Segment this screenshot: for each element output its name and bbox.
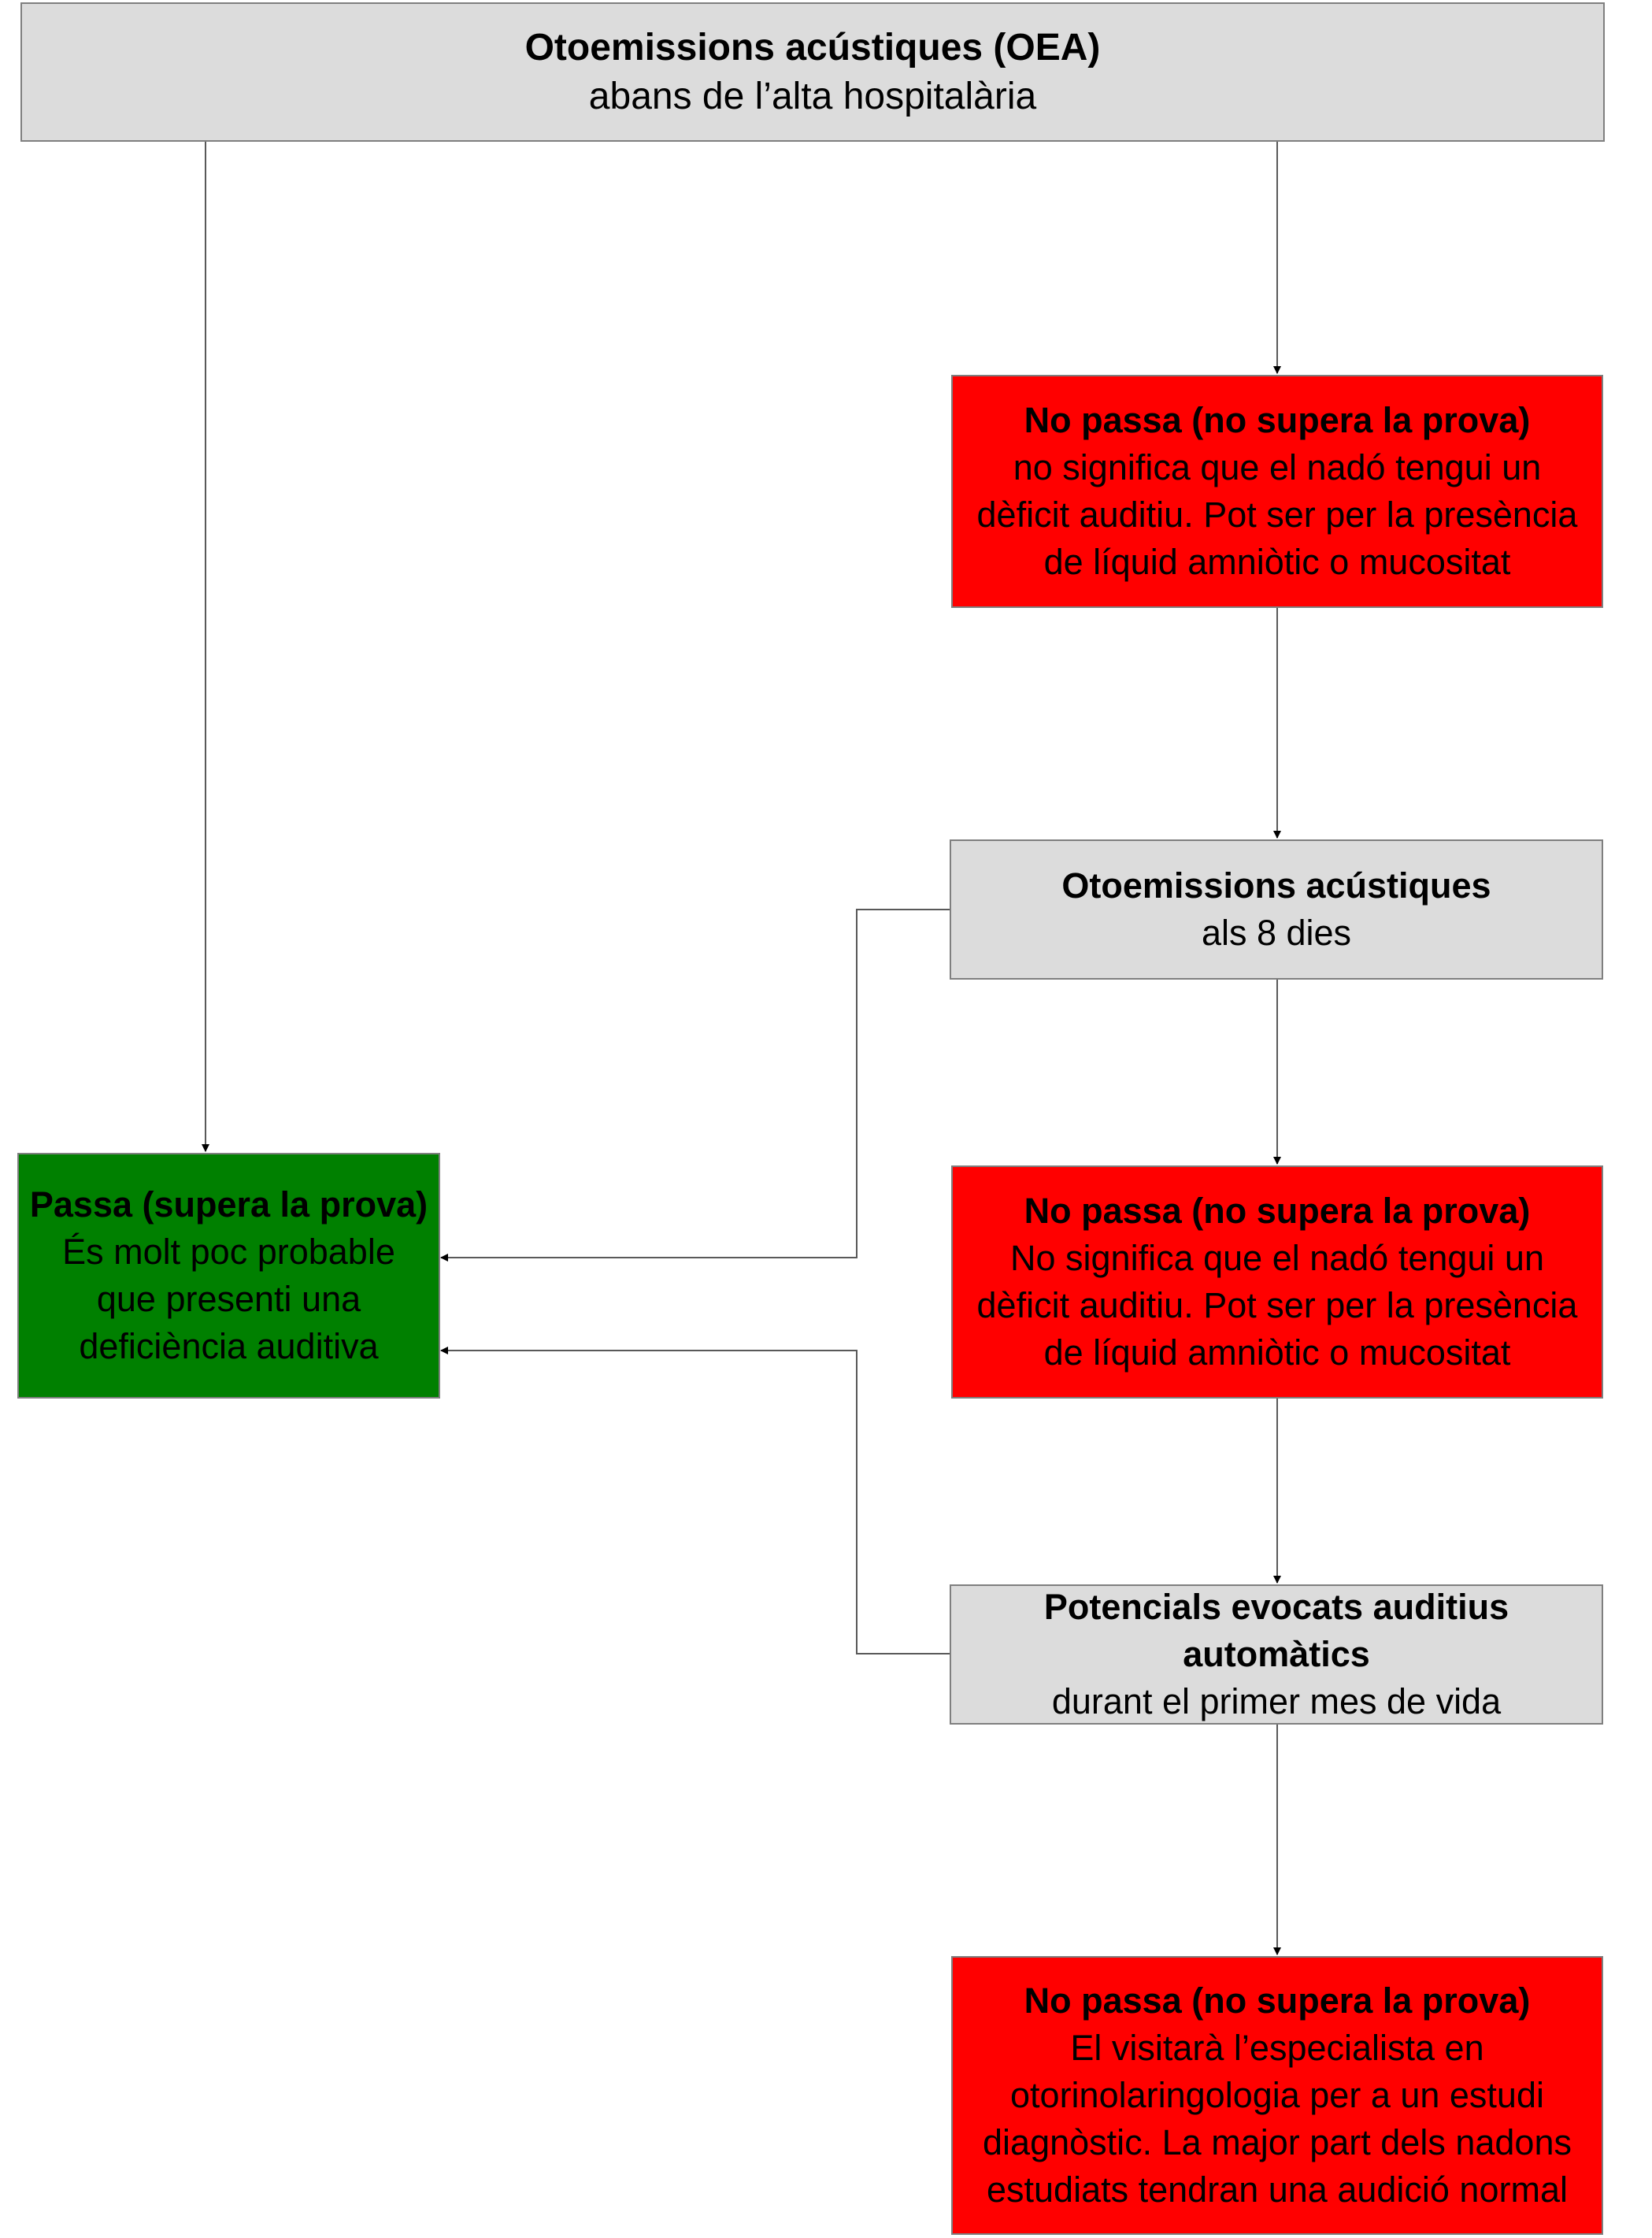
fail3-node: No passa (no supera la prova) El visitar… [951, 1956, 1603, 2235]
fail3-node-title: No passa (no supera la prova) [1024, 1980, 1531, 2021]
pass-node-title: Passa (supera la prova) [29, 1184, 428, 1225]
fail1-node-line-3: de líquid amniòtic o mucositat [1043, 542, 1511, 582]
potentials-node-title: Potencials evocats auditius automàtics [1043, 1587, 1509, 1674]
potentials-node-body: durant el primer mes de vida [1051, 1681, 1502, 1721]
fail2-node-line-3: de líquid amniòtic o mucositat [1043, 1332, 1511, 1373]
fail1-node-line-1: no significa que el nadó tengui un [1013, 447, 1542, 487]
fail2-node-line-2: dèficit auditiu. Pot ser per la presènci… [976, 1285, 1578, 1325]
start-node: Otoemissions acústiques (OEA) abans de l… [20, 2, 1605, 142]
pass-node-line-3: deficiència auditiva [79, 1326, 379, 1366]
pass-node: Passa (supera la prova) És molt poc prob… [17, 1153, 440, 1399]
retest-node: Otoemissions acústiques als 8 dies [950, 839, 1603, 980]
fail3-node-line-3: diagnòstic. La major part dels nadons [983, 2122, 1572, 2162]
fail3-node-line-1: El visitarà l’especialista en [1070, 2028, 1484, 2068]
retest-node-body: als 8 dies [1201, 913, 1352, 953]
start-node-body: abans de l’alta hospitalària [588, 75, 1037, 117]
potentials-node: Potencials evocats auditius automàtics d… [950, 1584, 1603, 1725]
fail3-node-line-4: estudiats tendran una audició normal [987, 2169, 1568, 2210]
pass-node-line-1: És molt poc probable [62, 1232, 395, 1272]
fail3-node-line-2: otorinolaringologia per a un estudi [1010, 2075, 1544, 2115]
fail1-node-title: No passa (no supera la prova) [1024, 400, 1531, 440]
fail1-node: No passa (no supera la prova) no signifi… [951, 375, 1603, 608]
fail2-node-line-1: No significa que el nadó tengui un [1010, 1238, 1544, 1278]
retest-node-title: Otoemissions acústiques [1061, 865, 1491, 906]
fail2-node: No passa (no supera la prova) No signifi… [951, 1165, 1603, 1399]
fail2-node-title: No passa (no supera la prova) [1024, 1191, 1531, 1231]
connector-potentials-to-pass [440, 1347, 950, 1654]
connector-retest-to-pass [440, 909, 950, 1262]
fail1-node-line-2: dèficit auditiu. Pot ser per la presènci… [976, 495, 1578, 535]
start-node-title: Otoemissions acústiques (OEA) [524, 26, 1101, 69]
pass-node-line-2: que presenti una [96, 1279, 361, 1319]
